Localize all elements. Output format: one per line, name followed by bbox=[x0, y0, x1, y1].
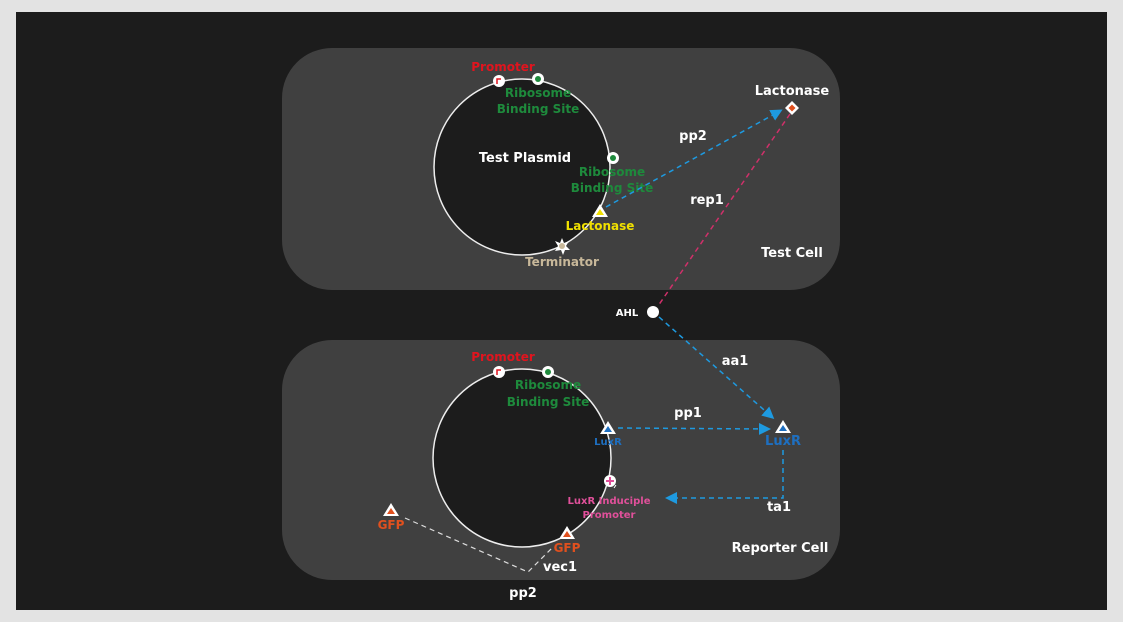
lactonase-gene-label: Lactonase bbox=[566, 219, 635, 233]
edge-vec1[interactable]: vec1 pp2 bbox=[404, 517, 577, 601]
inducible-promoter-label-1: LuxR Induciple bbox=[568, 496, 651, 507]
reporter-plasmid-circle[interactable] bbox=[432, 368, 612, 548]
test-cell[interactable]: Test Plasmid Promoter Ribosome Binding S… bbox=[282, 48, 840, 290]
edge-label: ta1 bbox=[767, 500, 791, 515]
rbs-label-2: Binding Site bbox=[507, 395, 589, 409]
test-plasmid-circle[interactable] bbox=[433, 78, 611, 256]
promoter-label: Promoter bbox=[471, 350, 535, 364]
rbs-icon[interactable] bbox=[542, 366, 554, 378]
edge-ta1[interactable]: ta1 bbox=[665, 450, 791, 515]
luxr-gene-icon[interactable] bbox=[600, 421, 616, 434]
rbs-label-2: Binding Site bbox=[497, 102, 579, 116]
edge-label: rep1 bbox=[690, 193, 724, 208]
luxr-protein-icon[interactable] bbox=[775, 420, 791, 433]
promoter-icon[interactable] bbox=[493, 75, 505, 87]
luxr-protein-label: LuxR bbox=[765, 434, 801, 449]
test-plasmid-label: Test Plasmid bbox=[479, 151, 571, 166]
ahl-label: AHL bbox=[616, 308, 639, 319]
luxr-gene-label: LuxR bbox=[594, 437, 622, 448]
lactonase-gene-icon[interactable] bbox=[592, 204, 608, 217]
edge-label: pp1 bbox=[674, 406, 702, 421]
terminator-icon[interactable] bbox=[555, 238, 570, 255]
promoter-label: Promoter bbox=[471, 60, 535, 74]
rbs-icon[interactable] bbox=[607, 152, 619, 164]
rbs-label-1: Ribosome bbox=[505, 86, 571, 100]
edge-label: pp2 bbox=[679, 129, 707, 144]
edge-label: aa1 bbox=[722, 354, 749, 369]
edge-label: vec1 bbox=[543, 560, 577, 575]
rbs-label-1: Ribosome bbox=[515, 378, 581, 392]
ahl-icon[interactable] bbox=[647, 306, 659, 318]
test-cell-label: Test Cell bbox=[761, 246, 823, 261]
lactonase-protein-icon[interactable] bbox=[785, 101, 799, 115]
gfp-gene-icon[interactable] bbox=[559, 526, 575, 539]
edge-aa1[interactable]: aa1 bbox=[658, 316, 775, 419]
gfp-gene-label: GFP bbox=[554, 541, 581, 555]
rbs-icon[interactable] bbox=[532, 73, 544, 85]
reporter-cell-label: Reporter Cell bbox=[732, 541, 829, 556]
lactonase-protein-label: Lactonase bbox=[755, 84, 830, 99]
edge-pp2-test[interactable]: pp2 bbox=[605, 109, 783, 208]
inducible-promoter-label-2: Promoter bbox=[583, 510, 636, 521]
gfp-protein-icon[interactable] bbox=[383, 503, 399, 516]
edge-rep1[interactable]: rep1 bbox=[657, 113, 791, 307]
reporter-cell[interactable]: Promoter Ribosome Binding Site LuxR LuxR… bbox=[282, 340, 840, 580]
edge-label: pp2 bbox=[509, 586, 537, 601]
rbs2-label-1: Ribosome bbox=[579, 165, 645, 179]
inducible-promoter-icon[interactable] bbox=[604, 475, 617, 489]
promoter-icon[interactable] bbox=[493, 366, 505, 378]
ahl-node[interactable]: AHL bbox=[616, 306, 659, 319]
terminator-label: Terminator bbox=[525, 255, 599, 269]
edge-pp1[interactable]: pp1 bbox=[617, 406, 771, 435]
gfp-protein-label: GFP bbox=[378, 518, 405, 532]
